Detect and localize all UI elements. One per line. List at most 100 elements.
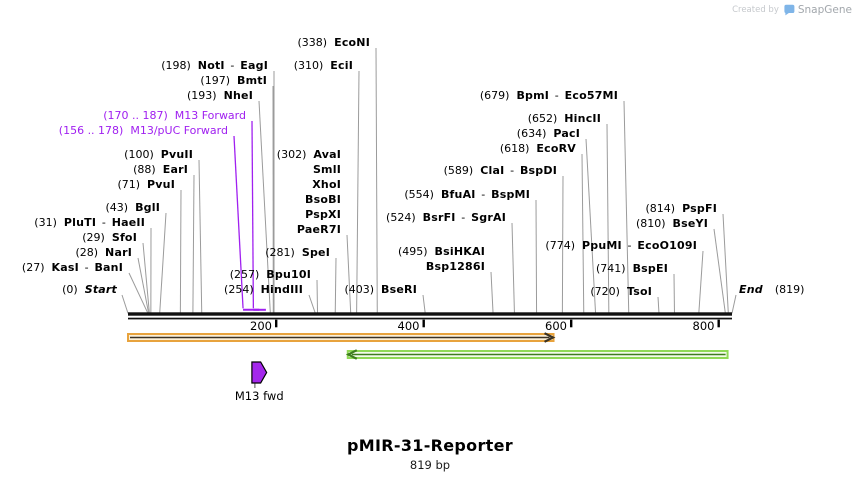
leader-line: [121, 294, 129, 314]
site-label-pvuii[interactable]: (100)PvuII: [124, 147, 193, 162]
site-position: (652): [527, 112, 558, 125]
site-position: (618): [499, 142, 530, 155]
title-block: pMIR-31-Reporter 819 bp: [0, 436, 860, 472]
site-position: (197): [200, 74, 230, 87]
axis-tick: [717, 319, 720, 328]
site-position: (71): [117, 178, 141, 191]
start-label[interactable]: (0) Start: [62, 282, 117, 297]
site-enzyme-names: SpeI: [301, 246, 330, 259]
site-position: (43): [105, 201, 129, 214]
site-label-econi[interactable]: (338)EcoNI: [298, 35, 370, 50]
site-label-tsoi[interactable]: (720)TsoI: [590, 284, 652, 299]
site-label-pspfi[interactable]: (814) PspFI: [646, 201, 718, 216]
site-position: (589): [443, 164, 474, 177]
site-label-hindiii[interactable]: (254)HindIII: [224, 282, 303, 297]
site-position: (495): [397, 245, 428, 258]
site-enzyme-names: EciI: [330, 59, 353, 72]
site-label-ecii[interactable]: (310) EciI: [294, 58, 353, 73]
site-label-kasi[interactable]: (27)KasI - BanI: [22, 260, 123, 275]
site-position: (281): [265, 246, 295, 259]
start-text: Start: [84, 283, 117, 296]
site-label-spei[interactable]: (281) SpeI: [265, 245, 330, 260]
site-enzyme-names: BmtI: [237, 74, 267, 87]
site-label-pvui[interactable]: (71)PvuI: [117, 177, 175, 192]
snapgene-logo-icon: [784, 4, 795, 16]
leader-line: [308, 294, 316, 314]
site-position: (554): [404, 188, 434, 201]
site-enzyme-names: BpmI - Eco57MI: [516, 89, 618, 102]
site-enzyme-names: NarI: [105, 246, 132, 259]
site-enzyme-names: PluTI - HaeII: [63, 216, 145, 229]
site-enzyme-names: AvaI: [313, 148, 341, 161]
site-label-nari[interactable]: (28)NarI: [75, 245, 132, 260]
site-enzyme-names: BsoBI: [305, 193, 341, 206]
leader-line: [511, 222, 515, 314]
site-enzyme-names: SfoI: [111, 231, 137, 244]
primer-name: M13 Forward: [174, 109, 246, 122]
snapgene-brand-text: SnapGene: [797, 4, 852, 16]
axis-tick: [569, 319, 573, 328]
site-label-pluti[interactable]: (31) PluTI - HaeII: [34, 215, 145, 230]
site-label-noti[interactable]: (198)NotI - EagI: [161, 58, 268, 73]
end-position: (819): [774, 283, 805, 296]
name-separator: -: [506, 164, 518, 177]
site-label-nhei[interactable]: (193)NheI: [187, 88, 253, 103]
site-enzyme-names: PspFI: [682, 202, 717, 215]
site-label-clai[interactable]: (589)ClaI - BspDI: [444, 163, 557, 178]
leader-line: [198, 159, 203, 314]
site-label-bgli[interactable]: (43)BglI: [105, 200, 160, 215]
site-enzyme-names: HincII: [564, 112, 601, 125]
site-label-bpu10i[interactable]: (257)Bpu10I: [230, 267, 311, 282]
site-position: (31): [34, 216, 57, 229]
axis-tick-label: 200: [250, 319, 272, 333]
site-label-ecorv[interactable]: (618) EcoRV: [500, 141, 576, 156]
site-position: (403): [344, 283, 375, 296]
site-label-bseyi[interactable]: (810)BseYI: [636, 216, 708, 231]
axis-tick: [274, 319, 278, 328]
site-enzyme-names: EcoRV: [536, 142, 576, 155]
primer-label-m13-puc-forward[interactable]: (156 .. 178)M13/pUC Forward: [59, 123, 228, 138]
leader-line: [698, 250, 704, 314]
leader-line: [731, 294, 737, 314]
created-by-text: Created by: [732, 5, 779, 15]
site-label-bsrfi[interactable]: (524)BsrFI - SgrAI: [386, 210, 506, 225]
end-label[interactable]: End(819): [732, 282, 804, 297]
site-position: (774): [545, 239, 576, 252]
site-label-sfoi[interactable]: (29)SfoI: [82, 230, 137, 245]
site-enzyme-names: PacI: [553, 127, 580, 140]
site-label-bpmi[interactable]: (679)BpmI - Eco57MI: [480, 88, 618, 103]
site-label-bseri[interactable]: (403) BseRI: [344, 282, 417, 297]
leader-line: [192, 174, 195, 314]
site-position: (193): [187, 89, 217, 102]
start-position: (0): [62, 283, 78, 296]
primer-label-m13-forward[interactable]: (170 .. 187) M13 Forward: [103, 108, 246, 123]
site-enzyme-names: BfuAI - BspMI: [440, 188, 530, 201]
site-position: (634): [516, 127, 547, 140]
site-label-eari[interactable]: (88)EarI: [133, 162, 188, 177]
site-label-ppumi[interactable]: (774)PpuMI - EcoO109I: [545, 238, 697, 253]
leader-line: [316, 279, 319, 314]
site-label-bspei[interactable]: (741)BspEI: [596, 261, 668, 276]
site-label-bfuai[interactable]: (554) BfuAI - BspMI: [404, 187, 530, 202]
leader-line: [137, 257, 150, 314]
site-position: (257): [229, 268, 260, 281]
leader-line: [657, 296, 660, 314]
axis-tick-label: 800: [693, 319, 715, 333]
site-label-hincii[interactable]: (652) HincII: [528, 111, 601, 126]
site-label-bmti[interactable]: (197) BmtI: [200, 73, 267, 88]
site-position: (310): [293, 59, 324, 72]
leader-line: [585, 138, 597, 314]
primer-range: (170 .. 187): [103, 109, 168, 122]
plasmid-length: 819 bp: [409, 458, 451, 472]
primer-leader-line: [233, 135, 244, 309]
primer-range: (156 .. 178): [58, 124, 124, 137]
m13-fwd-primer-arrow[interactable]: [251, 361, 268, 384]
leader-line: [422, 294, 426, 314]
leader-line: [490, 271, 494, 314]
site-position: (814): [645, 202, 676, 215]
feature-arrow-reverse-head: [345, 349, 358, 360]
site-label-paci[interactable]: (634) PacI: [517, 126, 580, 141]
site-enzyme-names: BseRI: [381, 283, 417, 296]
